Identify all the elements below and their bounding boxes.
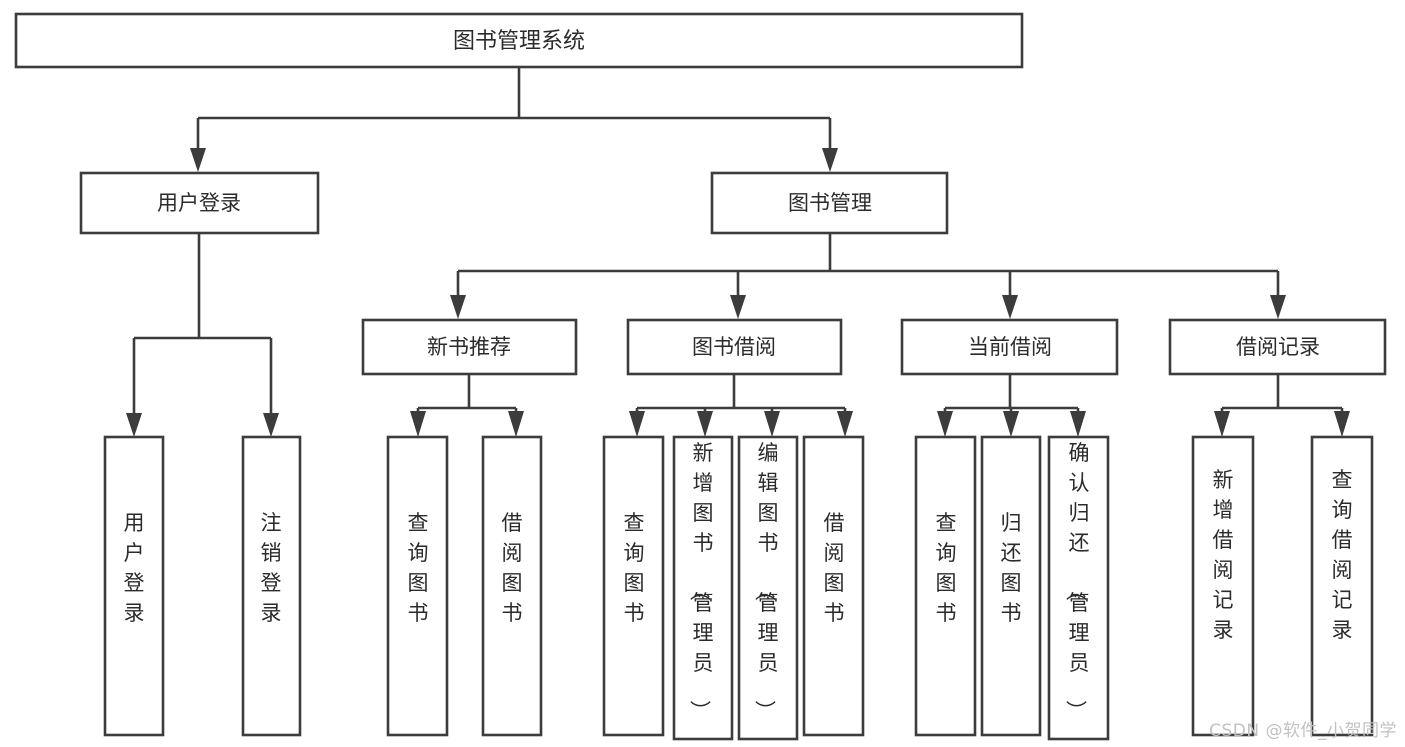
node-book-management[interactable]: 图书管理 (710, 171, 949, 235)
arrow-br-b1-icon (1214, 411, 1230, 437)
node-root-system-label: 图书管理系统 (453, 29, 585, 54)
leaf-node-edit-book-admin[interactable]: 编辑图书（管理员） (737, 435, 799, 741)
leaf-node-add-borrow-record-label: 新增借阅记录 (1213, 468, 1234, 642)
connector-group-new-book (410, 375, 524, 437)
arrow-bb-b1-icon (629, 411, 645, 437)
leaf-node-query-book-1[interactable]: 查询图书 (386, 435, 449, 737)
leaf-node-confirm-return-admin[interactable]: 确认归还（管理员） (1047, 435, 1110, 741)
node-borrow-record-box[interactable] (1168, 318, 1387, 376)
arrow-bm-to-book-borrow-icon (730, 295, 746, 319)
arrow-root-to-book-management-icon (822, 148, 838, 172)
leaf-node-logout-login-label: 注销登录 (261, 511, 282, 625)
leaf-node-return-book-box[interactable] (980, 435, 1042, 737)
arrow-cb-b2-icon (1003, 411, 1019, 437)
leaf-node-query-borrow-record-box[interactable] (1310, 435, 1374, 737)
node-user-login-label: 用户登录 (157, 191, 241, 215)
leaf-node-add-book-admin-box[interactable] (672, 435, 734, 741)
leaf-node-add-book-admin-label: 新增图书（管理员） (688, 441, 714, 721)
leaf-node-query-book-1-label: 查询图书 (408, 511, 429, 625)
node-new-book-recommend-box[interactable] (361, 318, 578, 376)
leaf-node-user-login-label: 用户登录 (124, 511, 145, 625)
node-book-management-label: 图书管理 (788, 191, 872, 215)
connector-group-root (190, 68, 838, 172)
leaf-node-query-book-2-box[interactable] (602, 435, 665, 737)
connector-group-book-borrow (629, 375, 853, 437)
leaf-node-query-book-3-label: 查询图书 (936, 511, 957, 625)
arrow-ul-b1-icon (126, 413, 142, 437)
leaf-node-borrow-book-1[interactable]: 借阅图书 (481, 435, 543, 737)
node-current-borrow[interactable]: 当前借阅 (900, 318, 1119, 376)
arrow-cb-b3-icon (1070, 411, 1086, 437)
leaf-node-user-login-box[interactable] (103, 435, 165, 737)
node-new-book-recommend[interactable]: 新书推荐 (361, 318, 578, 376)
node-new-book-recommend-label: 新书推荐 (427, 335, 511, 359)
arrow-nb-b2-icon (508, 411, 524, 437)
leaf-node-query-book-1-box[interactable] (386, 435, 449, 737)
node-book-management-box[interactable] (710, 171, 949, 235)
arrow-cb-b1-icon (937, 411, 953, 437)
arrow-bm-to-new-book-icon (450, 295, 466, 319)
leaf-node-add-book-admin[interactable]: 新增图书（管理员） (672, 435, 734, 741)
leaf-node-query-book-2[interactable]: 查询图书 (602, 435, 665, 737)
leaf-node-edit-book-admin-label: 编辑图书（管理员） (753, 441, 779, 721)
node-book-borrow[interactable]: 图书借阅 (626, 318, 843, 376)
node-current-borrow-box[interactable] (900, 318, 1119, 376)
csdn-watermark: CSDN @软件_小贺同学 (1209, 721, 1397, 741)
arrow-nb-b1-icon (410, 411, 426, 437)
connector-group-user-login (126, 233, 279, 437)
leaf-node-borrow-book-2-box[interactable] (802, 435, 865, 737)
node-book-borrow-label: 图书借阅 (692, 335, 776, 359)
node-user-login-box[interactable] (79, 171, 320, 235)
leaf-node-borrow-book-2[interactable]: 借阅图书 (802, 435, 865, 737)
node-root-system-box[interactable] (14, 12, 1024, 69)
arrow-ul-b2-icon (263, 413, 279, 437)
leaf-node-user-login[interactable]: 用户登录 (103, 435, 165, 737)
leaf-node-logout-login-box[interactable] (241, 435, 302, 737)
connector-group-current-borrow (937, 375, 1086, 437)
arrow-bm-to-borrow-record-icon (1270, 295, 1286, 319)
leaf-node-logout-login[interactable]: 注销登录 (241, 435, 302, 737)
arrow-bb-b2-icon (697, 411, 713, 437)
arrow-root-to-user-login-icon (190, 148, 206, 172)
leaf-node-confirm-return-admin-box[interactable] (1047, 435, 1110, 741)
leaf-node-borrow-book-2-label: 借阅图书 (824, 511, 845, 625)
arrow-bb-b3-icon (764, 411, 780, 437)
node-current-borrow-label: 当前借阅 (968, 335, 1052, 359)
connector-group-borrow-record (1214, 375, 1350, 437)
leaf-node-return-book[interactable]: 归还图书 (980, 435, 1042, 737)
node-borrow-record[interactable]: 借阅记录 (1168, 318, 1387, 376)
leaf-node-return-book-label: 归还图书 (1001, 511, 1022, 625)
node-root-system[interactable]: 图书管理系统 (14, 12, 1024, 69)
node-borrow-record-label: 借阅记录 (1236, 335, 1320, 359)
leaf-node-query-borrow-record[interactable]: 查询借阅记录 (1310, 435, 1374, 737)
node-book-borrow-box[interactable] (626, 318, 843, 376)
arrow-bb-b4-icon (837, 411, 853, 437)
arrow-bm-to-current-borrow-icon (1002, 295, 1018, 319)
leaf-node-query-book-3-box[interactable] (914, 435, 977, 737)
node-user-login[interactable]: 用户登录 (79, 171, 320, 235)
connector-group-book-management (450, 234, 1286, 319)
leaf-node-query-borrow-record-label: 查询借阅记录 (1332, 468, 1353, 642)
arrow-br-b2-icon (1334, 411, 1350, 437)
leaf-node-query-book-3[interactable]: 查询图书 (914, 435, 977, 737)
leaf-node-edit-book-admin-box[interactable] (737, 435, 799, 741)
leaf-node-query-book-2-label: 查询图书 (624, 511, 645, 625)
leaf-node-borrow-book-1-label: 借阅图书 (502, 511, 523, 625)
leaf-node-add-borrow-record[interactable]: 新增借阅记录 (1191, 435, 1255, 737)
leaf-node-confirm-return-admin-label: 确认归还（管理员） (1064, 441, 1090, 721)
leaf-node-add-borrow-record-box[interactable] (1191, 435, 1255, 737)
leaf-node-borrow-book-1-box[interactable] (481, 435, 543, 737)
